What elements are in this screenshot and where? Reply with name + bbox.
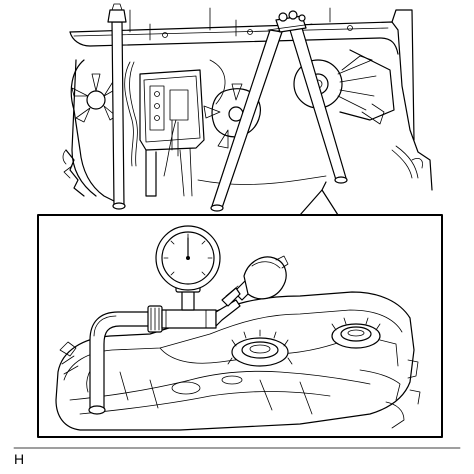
fuel-tank <box>55 291 421 431</box>
fuel-tank-inset <box>55 225 421 431</box>
back-panel <box>69 7 433 191</box>
support-rods <box>107 3 348 212</box>
fuel-sender-flange <box>331 317 381 349</box>
figure-reference-label: H <box>14 451 25 467</box>
center-hub <box>203 83 261 149</box>
detail-callout-box <box>37 181 443 438</box>
right-cable <box>391 145 423 179</box>
upper-assembly-view <box>62 3 433 212</box>
hand-pump-bulb <box>221 255 289 307</box>
left-frame <box>62 59 121 205</box>
pipe-adapter <box>147 299 241 333</box>
wiring-harness <box>124 59 327 185</box>
mounting-bracket <box>139 69 205 197</box>
fuel-pump-flange <box>227 329 293 367</box>
pressure-gauge <box>155 225 221 311</box>
left-spoke-hub <box>71 73 119 123</box>
